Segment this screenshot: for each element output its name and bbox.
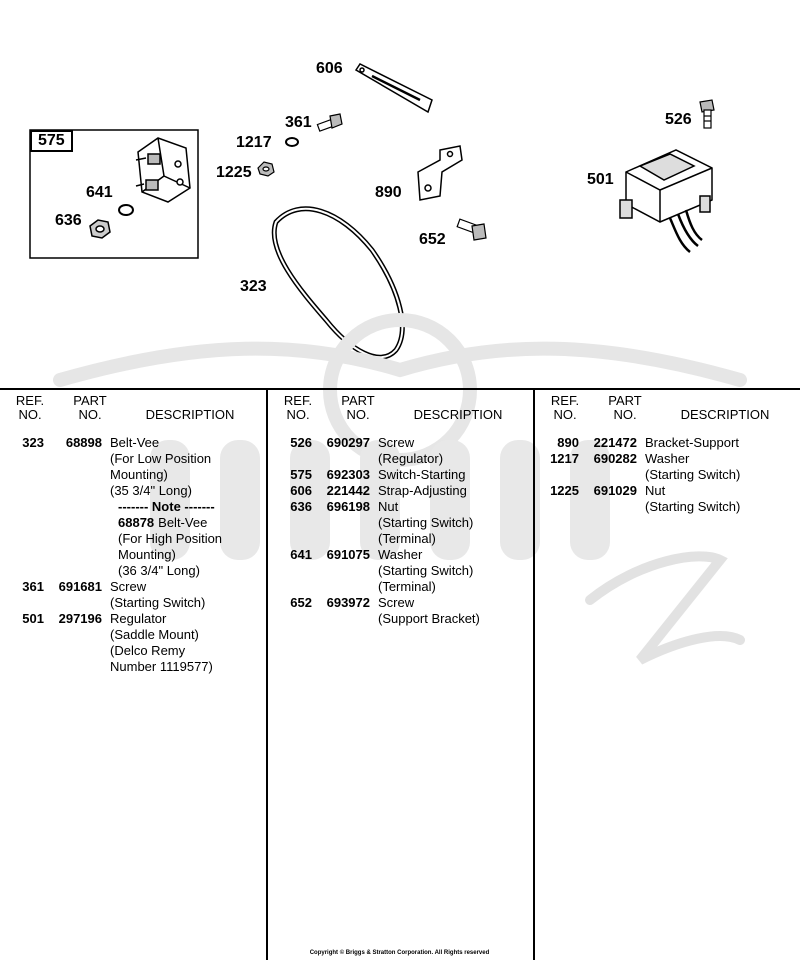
header-ref: REF.NO. — [550, 393, 580, 422]
callout-606: 606 — [316, 60, 343, 77]
header-description: DESCRIPTION — [680, 407, 770, 422]
parts-illustration — [29, 63, 715, 360]
description: Screw (Starting Switch) — [110, 579, 206, 610]
description: Screw (Support Bracket) — [378, 595, 480, 626]
ref-no: 501 — [22, 611, 44, 626]
callout-526: 526 — [665, 111, 692, 128]
description: Washer (Starting Switch) (Terminal) — [378, 547, 474, 594]
part-no: 692303 — [326, 467, 370, 482]
ref-no: 361 — [22, 579, 44, 594]
nut-636-drawing — [89, 219, 111, 239]
part-no: 691681 — [58, 579, 102, 594]
ref-no: 1225 — [550, 483, 579, 498]
belt-323-drawing — [271, 206, 405, 360]
part-no: 297196 — [58, 611, 102, 626]
screw-652-drawing — [456, 218, 487, 241]
table-row: 636 696198 Nut (Starting Switch) (Termin… — [268, 499, 533, 547]
table-row: 1217 690282 Washer (Starting Switch) — [535, 451, 800, 483]
callout-575: 575 — [30, 130, 73, 152]
alt-description-cont: (For High Position Mounting) (36 3/4" Lo… — [118, 531, 223, 578]
part-no: 690297 — [326, 435, 370, 450]
callout-652: 652 — [419, 231, 446, 248]
header-ref: REF.NO. — [15, 393, 45, 422]
ref-no: 575 — [290, 467, 312, 482]
screw-526-drawing — [699, 99, 715, 129]
callout-361: 361 — [285, 114, 312, 131]
copyright-notice: Copyright © Briggs & Stratton Corporatio… — [309, 950, 490, 956]
ref-no: 636 — [290, 499, 312, 514]
description: Switch-Starting — [378, 467, 466, 482]
bracket-890-drawing — [417, 145, 463, 201]
table-row: 501 297196 Regulator (Saddle Mount) (Del… — [0, 611, 266, 675]
callout-890: 890 — [375, 184, 402, 201]
table-row: 641 691075 Washer (Starting Switch) (Ter… — [268, 547, 533, 595]
part-no: 696198 — [326, 499, 370, 514]
description: Washer (Starting Switch) — [645, 451, 741, 482]
part-no: 691075 — [326, 547, 370, 562]
description: Belt-Vee — [158, 515, 208, 530]
note-line: ------- Note ------- — [118, 499, 215, 514]
description: Screw (Regulator) — [378, 435, 444, 466]
table-row: 1225 691029 Nut (Starting Switch) — [535, 483, 800, 515]
table-row: 526 690297 Screw (Regulator) — [268, 435, 533, 467]
table-row: 361 691681 Screw (Starting Switch) — [0, 579, 266, 611]
part-no: 221472 — [593, 435, 637, 450]
part-no: 221442 — [326, 483, 370, 498]
ref-no: 606 — [290, 483, 312, 498]
regulator-501-drawing — [619, 149, 713, 253]
header-description: DESCRIPTION — [145, 407, 235, 422]
ref-no: 526 — [290, 435, 312, 450]
ref-no: 890 — [557, 435, 579, 450]
alt-part-no: 68878 — [118, 515, 155, 530]
parts-diagram: 606 361 1217 1225 575 641 636 890 652 32… — [0, 0, 800, 388]
table-row: 890 221472 Bracket-Support — [535, 435, 800, 451]
part-no: 691029 — [593, 483, 637, 498]
table-row: 606 221442 Strap-Adjusting — [268, 483, 533, 499]
ref-no: 323 — [22, 435, 44, 450]
switch-group-box — [29, 129, 199, 259]
description: Nut (Starting Switch) (Terminal) — [378, 499, 474, 546]
screw-361-drawing — [316, 113, 343, 132]
ref-no: 641 — [290, 547, 312, 562]
alternate-part-row: 68878 Belt-Vee — [0, 515, 266, 531]
description: Nut (Starting Switch) — [645, 483, 741, 514]
washer-1217-drawing — [285, 137, 299, 147]
part-no: 693972 — [326, 595, 370, 610]
callout-323: 323 — [240, 278, 267, 295]
callout-501: 501 — [587, 171, 614, 188]
ref-no: 1217 — [550, 451, 579, 466]
table-row: 323 68898 Belt-Vee (For Low Position Mou… — [0, 435, 266, 499]
table-row: 652 693972 Screw (Support Bracket) — [268, 595, 533, 627]
strap-606-drawing — [354, 63, 433, 114]
part-no: 68898 — [65, 435, 102, 450]
description: Belt-Vee (For Low Position Mounting) (35… — [110, 435, 212, 498]
description: Bracket-Support — [645, 435, 739, 450]
nut-1225-drawing — [257, 161, 275, 177]
starting-switch-drawing — [135, 137, 191, 203]
table-row: 575 692303 Switch-Starting — [268, 467, 533, 483]
description: Regulator (Saddle Mount) (Delco Remy Num… — [110, 611, 213, 674]
callout-1225: 1225 — [216, 164, 252, 181]
header-description: DESCRIPTION — [413, 407, 503, 422]
callout-636: 636 — [55, 212, 82, 229]
callout-641: 641 — [86, 184, 113, 201]
description: Strap-Adjusting — [378, 483, 467, 498]
washer-641-drawing — [118, 204, 134, 216]
ref-no: 652 — [290, 595, 312, 610]
part-no: 690282 — [593, 451, 637, 466]
header-ref: REF.NO. — [283, 393, 313, 422]
callout-1217: 1217 — [236, 134, 272, 151]
